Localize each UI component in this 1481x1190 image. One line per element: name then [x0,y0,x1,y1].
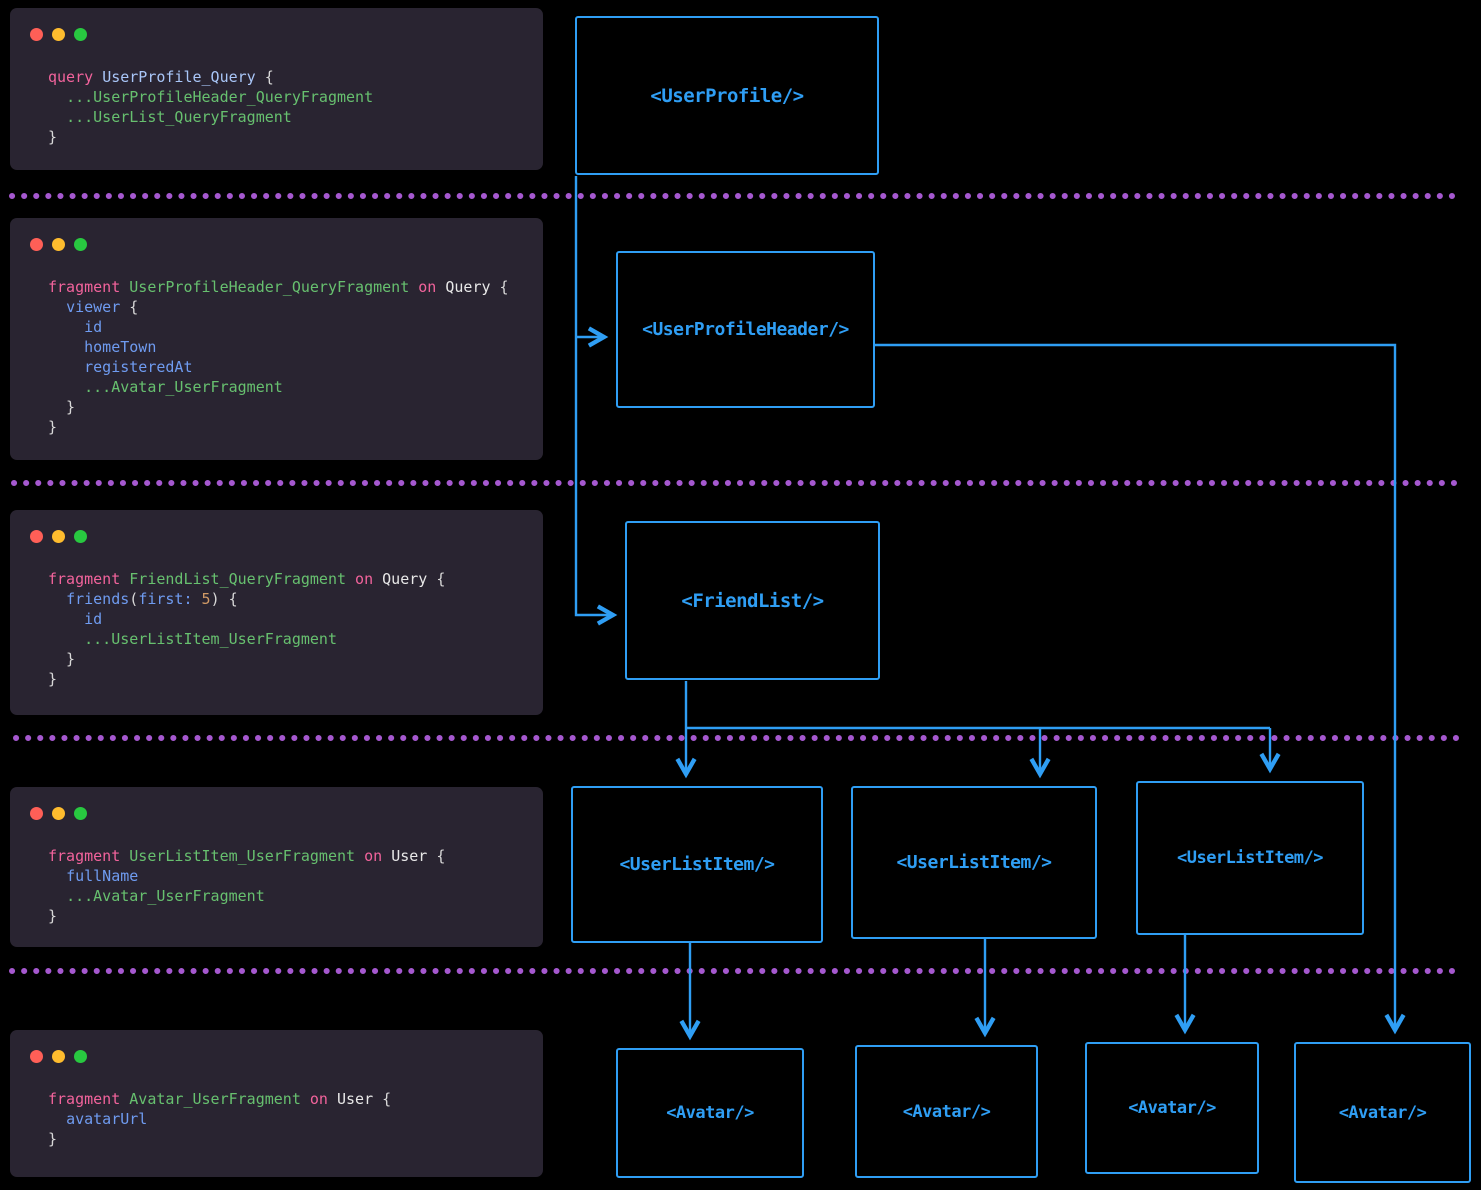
window-controls [30,530,543,543]
component-label: <UserListItem/> [619,854,775,875]
code-panel-fragment-user-list-item: fragment UserListItem_UserFragment on Us… [10,787,543,947]
component-node-avatar-1: <Avatar/> [616,1048,804,1178]
component-node-avatar-3: <Avatar/> [1085,1042,1259,1174]
code-block-friend-list-fragment: fragment FriendList_QueryFragment on Que… [48,570,446,688]
window-controls [30,28,543,41]
traffic-light-yellow-icon [52,530,65,543]
traffic-light-red-icon [30,238,43,251]
component-node-user-profile: <UserProfile/> [575,16,879,175]
connector-userprofile-to-friendlist [574,176,613,615]
window-controls [30,807,543,820]
code-block-avatar-fragment: fragment Avatar_UserFragment on User { a… [48,1090,392,1148]
component-label: <Avatar/> [1128,1098,1216,1118]
component-label: <UserListItem/> [896,852,1052,873]
traffic-light-red-icon [30,807,43,820]
component-label: <FriendList/> [681,589,824,612]
traffic-light-green-icon [74,530,87,543]
traffic-light-green-icon [74,807,87,820]
traffic-light-green-icon [74,28,87,41]
code-panel-query-user-profile: query UserProfile_Query { ...UserProfile… [10,8,543,170]
component-node-avatar-4: <Avatar/> [1294,1042,1471,1183]
traffic-light-green-icon [74,238,87,251]
component-node-user-list-item-3: <UserListItem/> [1136,781,1364,935]
component-node-friend-list: <FriendList/> [625,521,880,680]
component-node-user-list-item-2: <UserListItem/> [851,786,1097,939]
traffic-light-red-icon [30,1050,43,1063]
component-label: <Avatar/> [902,1101,991,1122]
component-label: <UserListItem/> [1176,848,1324,868]
component-node-avatar-2: <Avatar/> [855,1045,1038,1178]
code-panel-fragment-user-profile-header: fragment UserProfileHeader_QueryFragment… [10,218,543,460]
traffic-light-yellow-icon [52,28,65,41]
component-label: <UserProfile/> [650,84,804,107]
traffic-light-yellow-icon [52,238,65,251]
component-node-user-list-item-1: <UserListItem/> [571,786,823,943]
component-label: <Avatar/> [666,1103,754,1123]
traffic-light-yellow-icon [52,1050,65,1063]
window-controls [30,1050,543,1063]
traffic-light-green-icon [74,1050,87,1063]
component-label: <Avatar/> [1338,1102,1427,1123]
traffic-light-yellow-icon [52,807,65,820]
component-label: <UserProfileHeader/> [642,319,849,340]
code-panel-fragment-friend-list: fragment FriendList_QueryFragment on Que… [10,510,543,715]
code-block-user-list-item-fragment: fragment UserListItem_UserFragment on Us… [48,847,446,925]
code-panel-fragment-avatar: fragment Avatar_UserFragment on User { a… [10,1030,543,1177]
window-controls [30,238,543,251]
code-block-user-profile-header-fragment: fragment UserProfileHeader_QueryFragment… [48,278,509,436]
traffic-light-red-icon [30,530,43,543]
code-block-query: query UserProfile_Query { ...UserProfile… [48,68,374,146]
component-node-user-profile-header: <UserProfileHeader/> [616,251,875,408]
traffic-light-red-icon [30,28,43,41]
